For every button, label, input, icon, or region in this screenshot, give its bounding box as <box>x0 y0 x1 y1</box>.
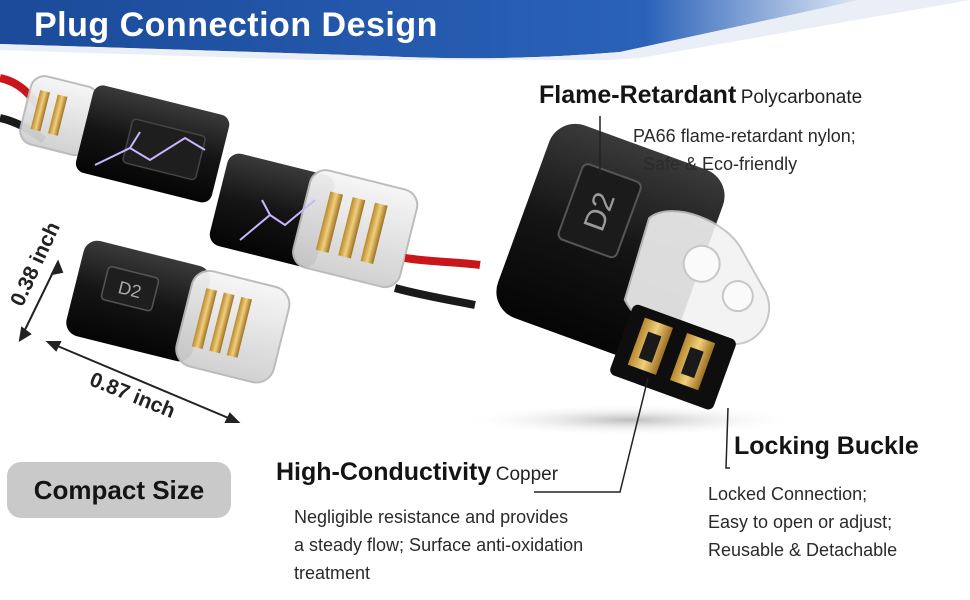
feature-conductivity-line: a steady flow; Surface anti-oxidation <box>294 535 584 555</box>
feature-conductivity-title-light: Copper <box>495 464 559 485</box>
header-banner: Plug Connection Design <box>0 0 970 60</box>
feature-flame-title-strong: Flame-Retardant <box>539 81 737 109</box>
wires-middle <box>393 254 481 309</box>
connector-large: D2 <box>496 123 771 410</box>
banner-title: Plug Connection Design <box>34 6 438 44</box>
feature-flame-title: Flame-Retardant Polycarbonate <box>539 81 862 110</box>
big-connector-shadow <box>460 404 800 436</box>
feature-flame-line: Safe & Eco-friendly <box>643 154 798 174</box>
feature-conductivity-title: High-Conductivity Copper <box>276 458 558 487</box>
dimension-arrows <box>18 259 241 423</box>
lightning-spark-icon <box>94 131 316 241</box>
connector-small: D2 <box>66 240 291 384</box>
callout-lines <box>534 116 730 493</box>
feature-flame-description: PA66 flame-retardant nylon; Safe & Eco-f… <box>633 122 856 178</box>
feature-conductivity-line: treatment <box>294 563 371 583</box>
feature-locking-line: Reusable & Detachable <box>708 540 898 560</box>
feature-flame-title-light: Polycarbonate <box>740 87 863 108</box>
connector-middle <box>209 153 419 289</box>
feature-conductivity-line: Negligible resistance and provides <box>294 507 569 527</box>
feature-flame-line: PA66 flame-retardant nylon; <box>633 126 856 146</box>
feature-conductivity-title-strong: High-Conductivity <box>276 458 492 486</box>
connector-top-left <box>19 75 230 203</box>
compact-size-badge: Compact Size <box>7 462 231 518</box>
banner-shape <box>0 0 970 60</box>
feature-locking-line: Easy to open or adjust; <box>708 512 893 532</box>
feature-conductivity-description: Negligible resistance and provides a ste… <box>294 503 583 587</box>
feature-locking-line: Locked Connection; <box>708 484 868 504</box>
feature-locking-title: Locking Buckle <box>734 432 919 460</box>
feature-locking-description: Locked Connection; Easy to open or adjus… <box>708 480 897 564</box>
